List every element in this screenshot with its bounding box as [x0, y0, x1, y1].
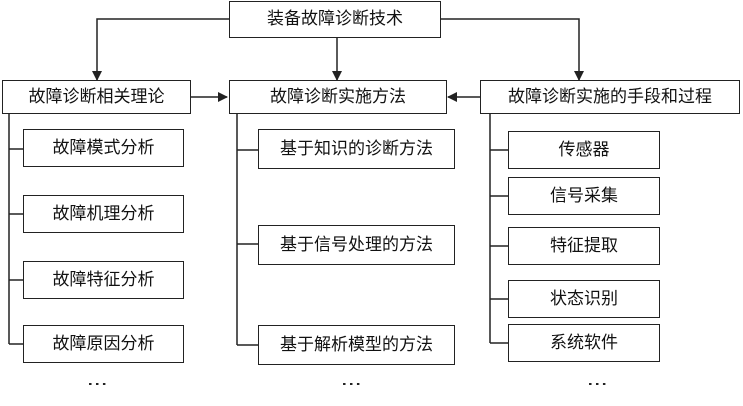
means-title: 故障诊断实施的手段和过程 [508, 86, 712, 107]
methods-item: 基于知识的诊断方法 [258, 129, 455, 169]
means-item-label: 传感器 [558, 139, 610, 160]
theory-title: 故障诊断相关理论 [28, 86, 165, 107]
means-item-label: 信号采集 [550, 185, 618, 206]
means-item-label: 特征提取 [550, 235, 618, 256]
methods-item-label: 基于知识的诊断方法 [280, 138, 433, 159]
methods-header: 故障诊断实施方法 [229, 80, 447, 114]
means-ellipsis: ⋮ [586, 374, 610, 392]
theory-item-label: 故障特征分析 [52, 269, 155, 290]
theory-item: 故障特征分析 [23, 261, 184, 299]
methods-item-label: 基于解析模型的方法 [280, 334, 433, 355]
means-item: 传感器 [508, 131, 660, 169]
methods-item-label: 基于信号处理的方法 [280, 234, 433, 255]
root-title: 装备故障诊断技术 [267, 9, 403, 29]
theory-item-label: 故障模式分析 [52, 137, 155, 158]
theory-item: 故障机理分析 [23, 195, 184, 233]
theory-item-label: 故障原因分析 [52, 333, 155, 354]
arrow-root-to-theory [92, 18, 229, 81]
means-item: 特征提取 [508, 227, 660, 265]
means-item: 系统软件 [508, 324, 660, 362]
arrow-root-to-means [441, 18, 584, 81]
means-item-label: 系统软件 [550, 332, 618, 353]
methods-ellipsis: ⋮ [340, 374, 364, 392]
means-item: 状态识别 [508, 280, 660, 318]
theory-ellipsis: ⋮ [86, 374, 110, 392]
methods-title: 故障诊断实施方法 [270, 86, 406, 107]
theory-item: 故障模式分析 [23, 129, 184, 167]
means-item: 信号采集 [508, 177, 660, 215]
means-item-label: 状态识别 [550, 288, 618, 309]
root-node: 装备故障诊断技术 [229, 1, 441, 38]
theory-header: 故障诊断相关理论 [2, 80, 191, 114]
methods-item: 基于信号处理的方法 [258, 225, 455, 265]
means-header: 故障诊断实施的手段和过程 [480, 80, 740, 114]
methods-item: 基于解析模型的方法 [258, 325, 455, 365]
theory-item-label: 故障机理分析 [52, 203, 155, 224]
theory-item: 故障原因分析 [23, 325, 184, 363]
